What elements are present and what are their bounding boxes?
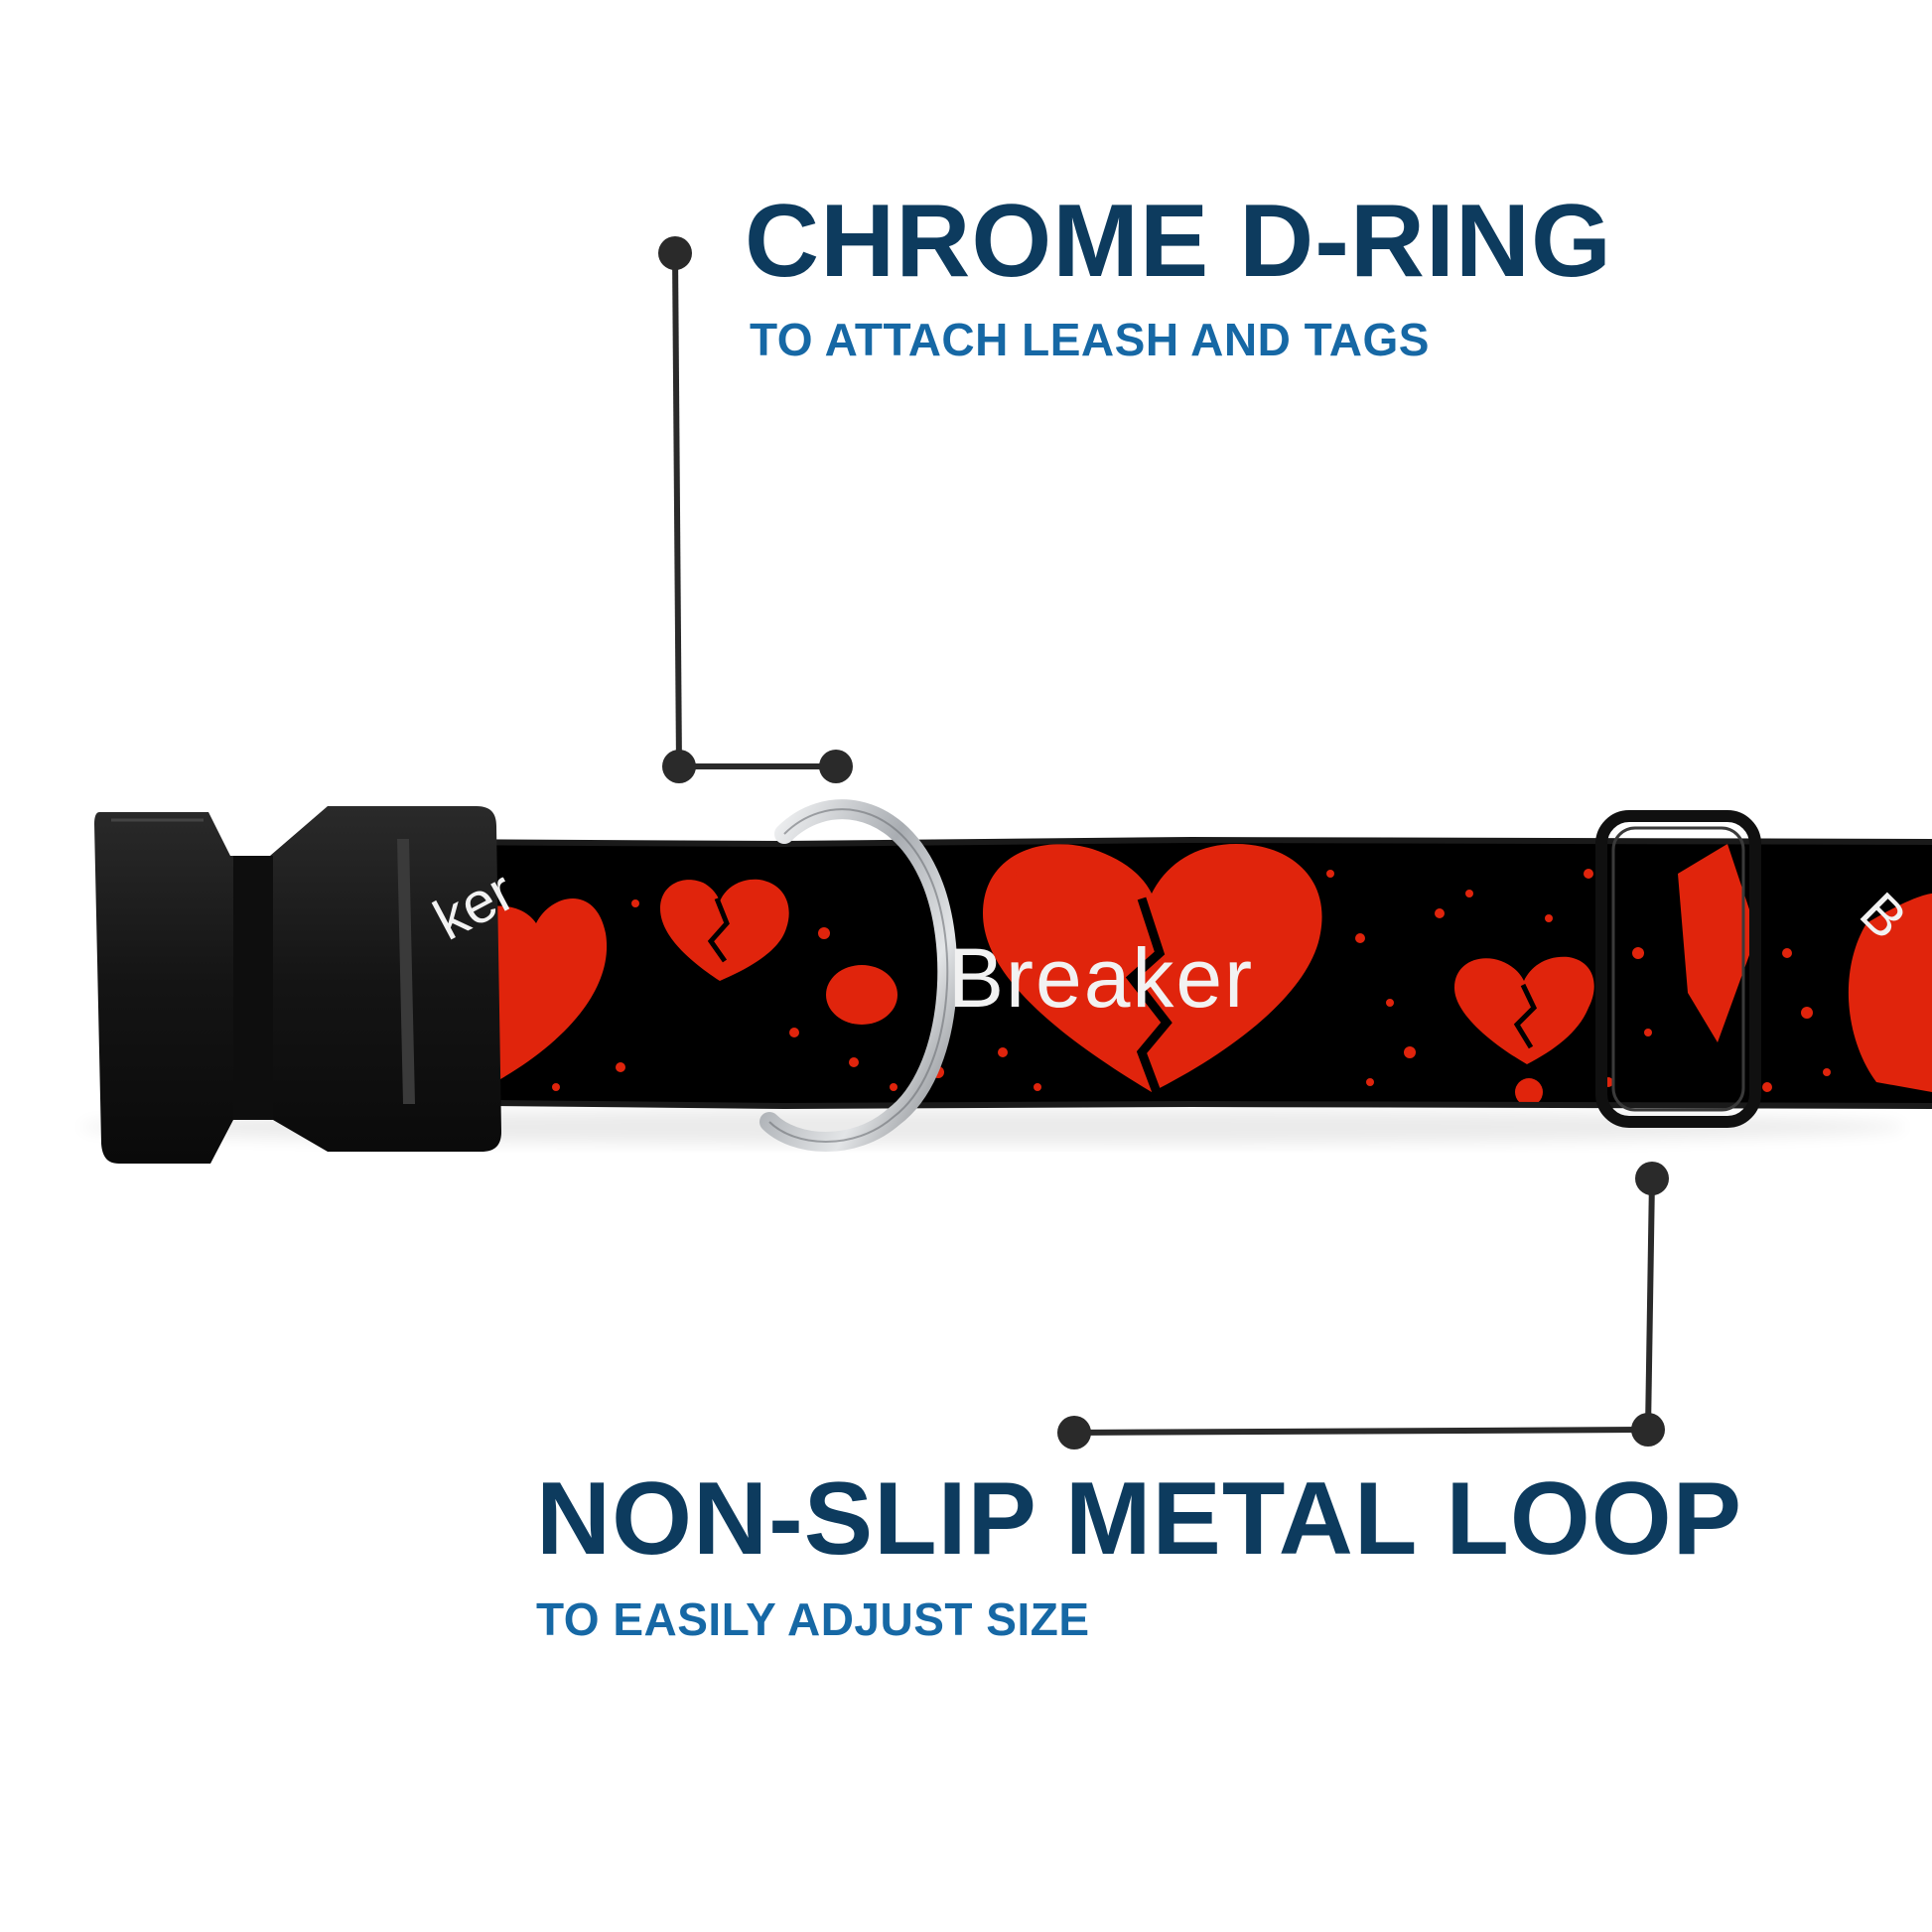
metal-loop-feature-title: NON-SLIP METAL LOOP [536,1461,1743,1577]
d-ring-callout-line [658,236,853,783]
broken-heart-graphic [983,844,1322,1092]
side-release-buckle [94,806,501,1164]
broken-heart-graphic [1454,956,1594,1064]
collar-strap [396,836,1932,1110]
d-ring-feature-title: CHROME D-RING [745,184,1612,299]
metal-loop-slider [1595,810,1761,1128]
d-ring-feature-subtitle: TO ATTACH LEASH AND TAGS [750,314,1430,365]
chrome-d-ring [759,799,958,1152]
metal-loop-feature-subtitle: TO EASILY ADJUST SIZE [536,1593,1090,1645]
collar-shadow [79,1109,1906,1145]
collar-print-text: Breaker [948,931,1255,1025]
broken-heart-graphic [660,879,789,981]
metal-loop-callout-line [1057,1162,1669,1449]
